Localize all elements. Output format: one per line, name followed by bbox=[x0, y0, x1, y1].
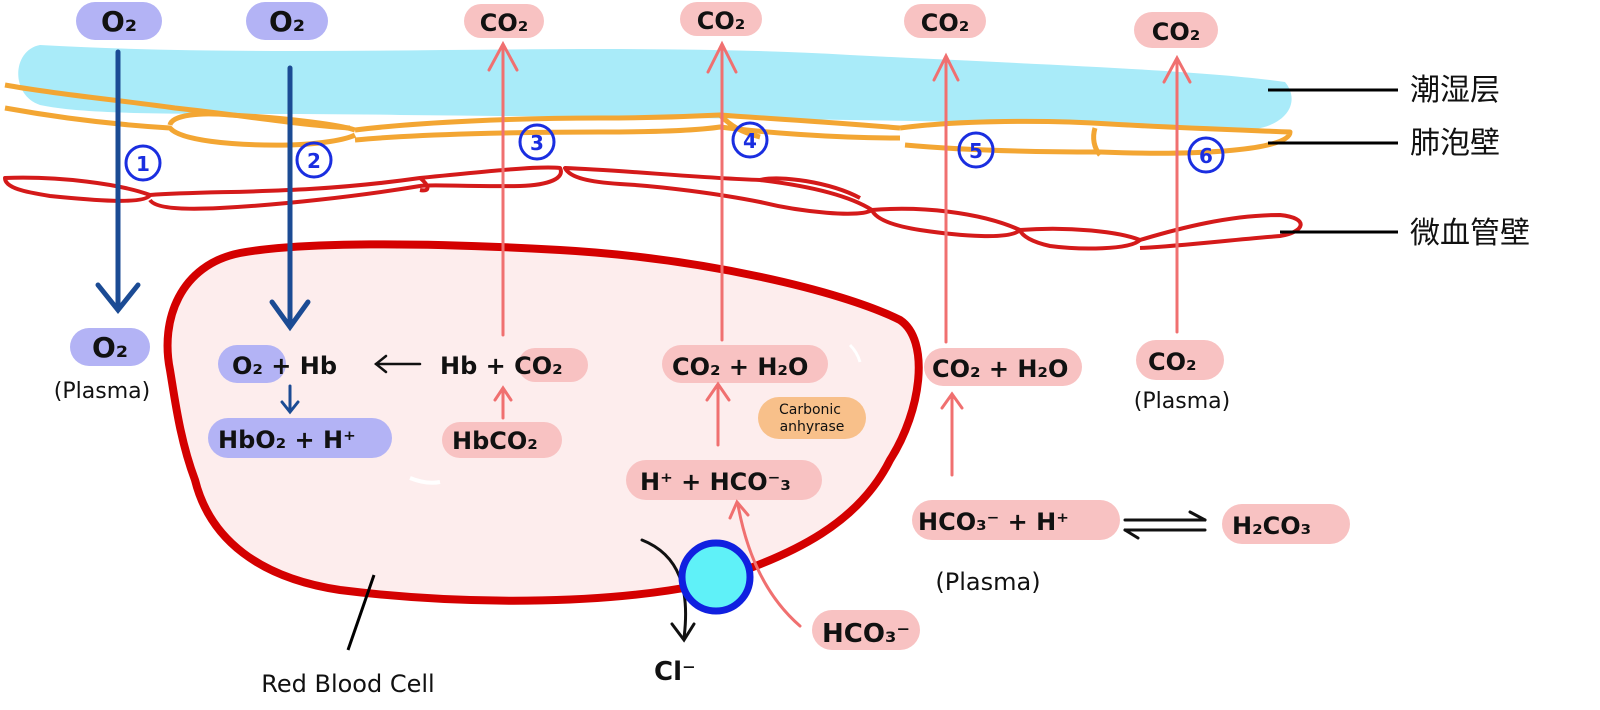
plasma-o2-label: O₂ bbox=[92, 331, 128, 364]
o2-highlight bbox=[76, 2, 162, 40]
rbc-label: Red Blood Cell bbox=[261, 670, 434, 698]
o2-diffusion-arrows bbox=[95, 49, 311, 332]
co2-highlight bbox=[1134, 12, 1218, 48]
co2-highlight bbox=[442, 422, 562, 458]
hbco2-compound: HbCO₂ bbox=[452, 427, 538, 455]
step-number-2: 2 bbox=[307, 149, 321, 173]
o2-highlight bbox=[70, 328, 150, 366]
moist-layer bbox=[18, 45, 1292, 130]
enzyme-label-line2: anhyrase bbox=[780, 419, 845, 435]
co2-highlight bbox=[662, 345, 828, 383]
co2-highlight bbox=[1136, 340, 1224, 380]
step-numbers bbox=[124, 121, 1225, 182]
hb-co2-reaction: Hb + CO₂ bbox=[440, 352, 563, 380]
capillary-wall bbox=[3, 165, 1303, 251]
plasma-label-bottom: (Plasma) bbox=[935, 568, 1040, 596]
step-number-6: 6 bbox=[1199, 144, 1213, 168]
step-number-4: 4 bbox=[743, 129, 757, 153]
moist-layer-label: 潮湿层 bbox=[1410, 73, 1500, 108]
alveolar-wall bbox=[4, 82, 1293, 157]
highlight-boxes bbox=[70, 2, 1350, 650]
step-number-3: 3 bbox=[530, 131, 544, 155]
plasma-hco3-h: HCO₃⁻ + H⁺ bbox=[918, 508, 1069, 536]
co2-highlight bbox=[680, 2, 762, 36]
co2-highlight bbox=[626, 460, 822, 500]
top-co2-label-5: CO₂ bbox=[921, 9, 970, 37]
o2-highlight bbox=[208, 418, 392, 458]
layer-pointers bbox=[346, 88, 1398, 651]
rbc-co2-h2o: CO₂ + H₂O bbox=[672, 353, 808, 381]
plasma-co2-right: CO₂ bbox=[1148, 348, 1197, 376]
top-o2-label-1: O₂ bbox=[101, 5, 137, 38]
alveolar-wall-label: 肺泡壁 bbox=[1410, 126, 1500, 161]
hbo2-h-product: HbO₂ + H⁺ bbox=[218, 426, 356, 454]
step-number-1: 1 bbox=[136, 152, 150, 176]
co2-highlight bbox=[904, 4, 986, 38]
rbc-highlight bbox=[848, 343, 862, 363]
top-o2-label-2: O₂ bbox=[269, 5, 305, 38]
rbc-highlight bbox=[409, 476, 441, 485]
enzyme-highlight bbox=[758, 397, 866, 439]
top-co2-label-4: CO₂ bbox=[697, 7, 746, 35]
rbc-h-hco3: H⁺ + HCO⁻₃ bbox=[640, 468, 791, 496]
enzyme-label-line1: Carbonic bbox=[779, 402, 841, 418]
chloride-shift-channel bbox=[678, 539, 754, 615]
plasma-label-right: (Plasma) bbox=[1134, 389, 1230, 414]
plasma-co2-h2o: CO₂ + H₂O bbox=[932, 355, 1068, 383]
co2-highlight bbox=[1222, 504, 1350, 544]
capillary-wall-label: 微血管壁 bbox=[1410, 216, 1530, 251]
plasma-label-left: (Plasma) bbox=[54, 379, 150, 404]
bicarbonate-ion: HCO₃⁻ bbox=[822, 619, 910, 649]
co2-highlight bbox=[518, 348, 588, 382]
o2-highlight bbox=[218, 345, 286, 383]
co2-diffusion-arrows bbox=[487, 40, 1192, 344]
co2-highlight bbox=[912, 500, 1120, 540]
top-co2-label-3: CO₂ bbox=[480, 9, 529, 37]
chloride-ion: Cl⁻ bbox=[654, 657, 696, 687]
top-co2-label-6: CO₂ bbox=[1152, 18, 1201, 46]
carbonic-acid: H₂CO₃ bbox=[1232, 512, 1311, 540]
o2-hb-reaction: O₂ + Hb bbox=[232, 352, 337, 380]
co2-highlight bbox=[812, 610, 920, 650]
step-number-5: 5 bbox=[969, 139, 983, 163]
o2-highlight bbox=[246, 2, 328, 40]
co2-highlight bbox=[464, 4, 544, 38]
co2-highlight bbox=[924, 348, 1082, 386]
